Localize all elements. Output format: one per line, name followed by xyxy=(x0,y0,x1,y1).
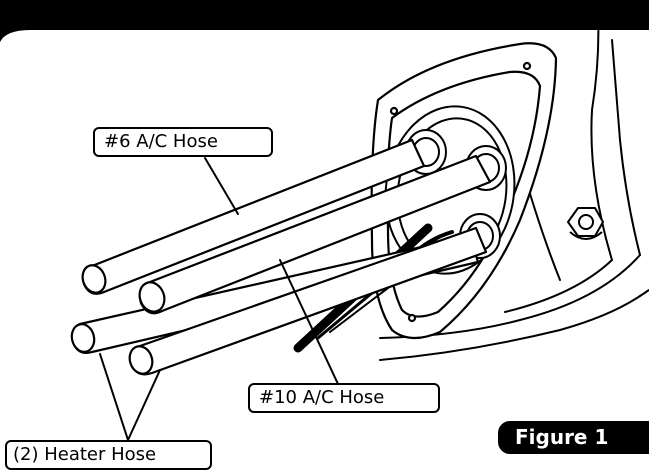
callout-6-ac-hose: #6 A/C Hose xyxy=(93,127,273,157)
callout-heater-hose: (2) Heater Hose xyxy=(5,440,212,470)
top-banner xyxy=(0,0,649,42)
mounting-bolt xyxy=(567,207,604,240)
leader-lines xyxy=(99,157,339,441)
figure-label-badge: Figure 1 xyxy=(498,421,649,454)
hose-tubes xyxy=(70,138,492,376)
callout-10-ac-hose: #10 A/C Hose xyxy=(248,383,440,413)
